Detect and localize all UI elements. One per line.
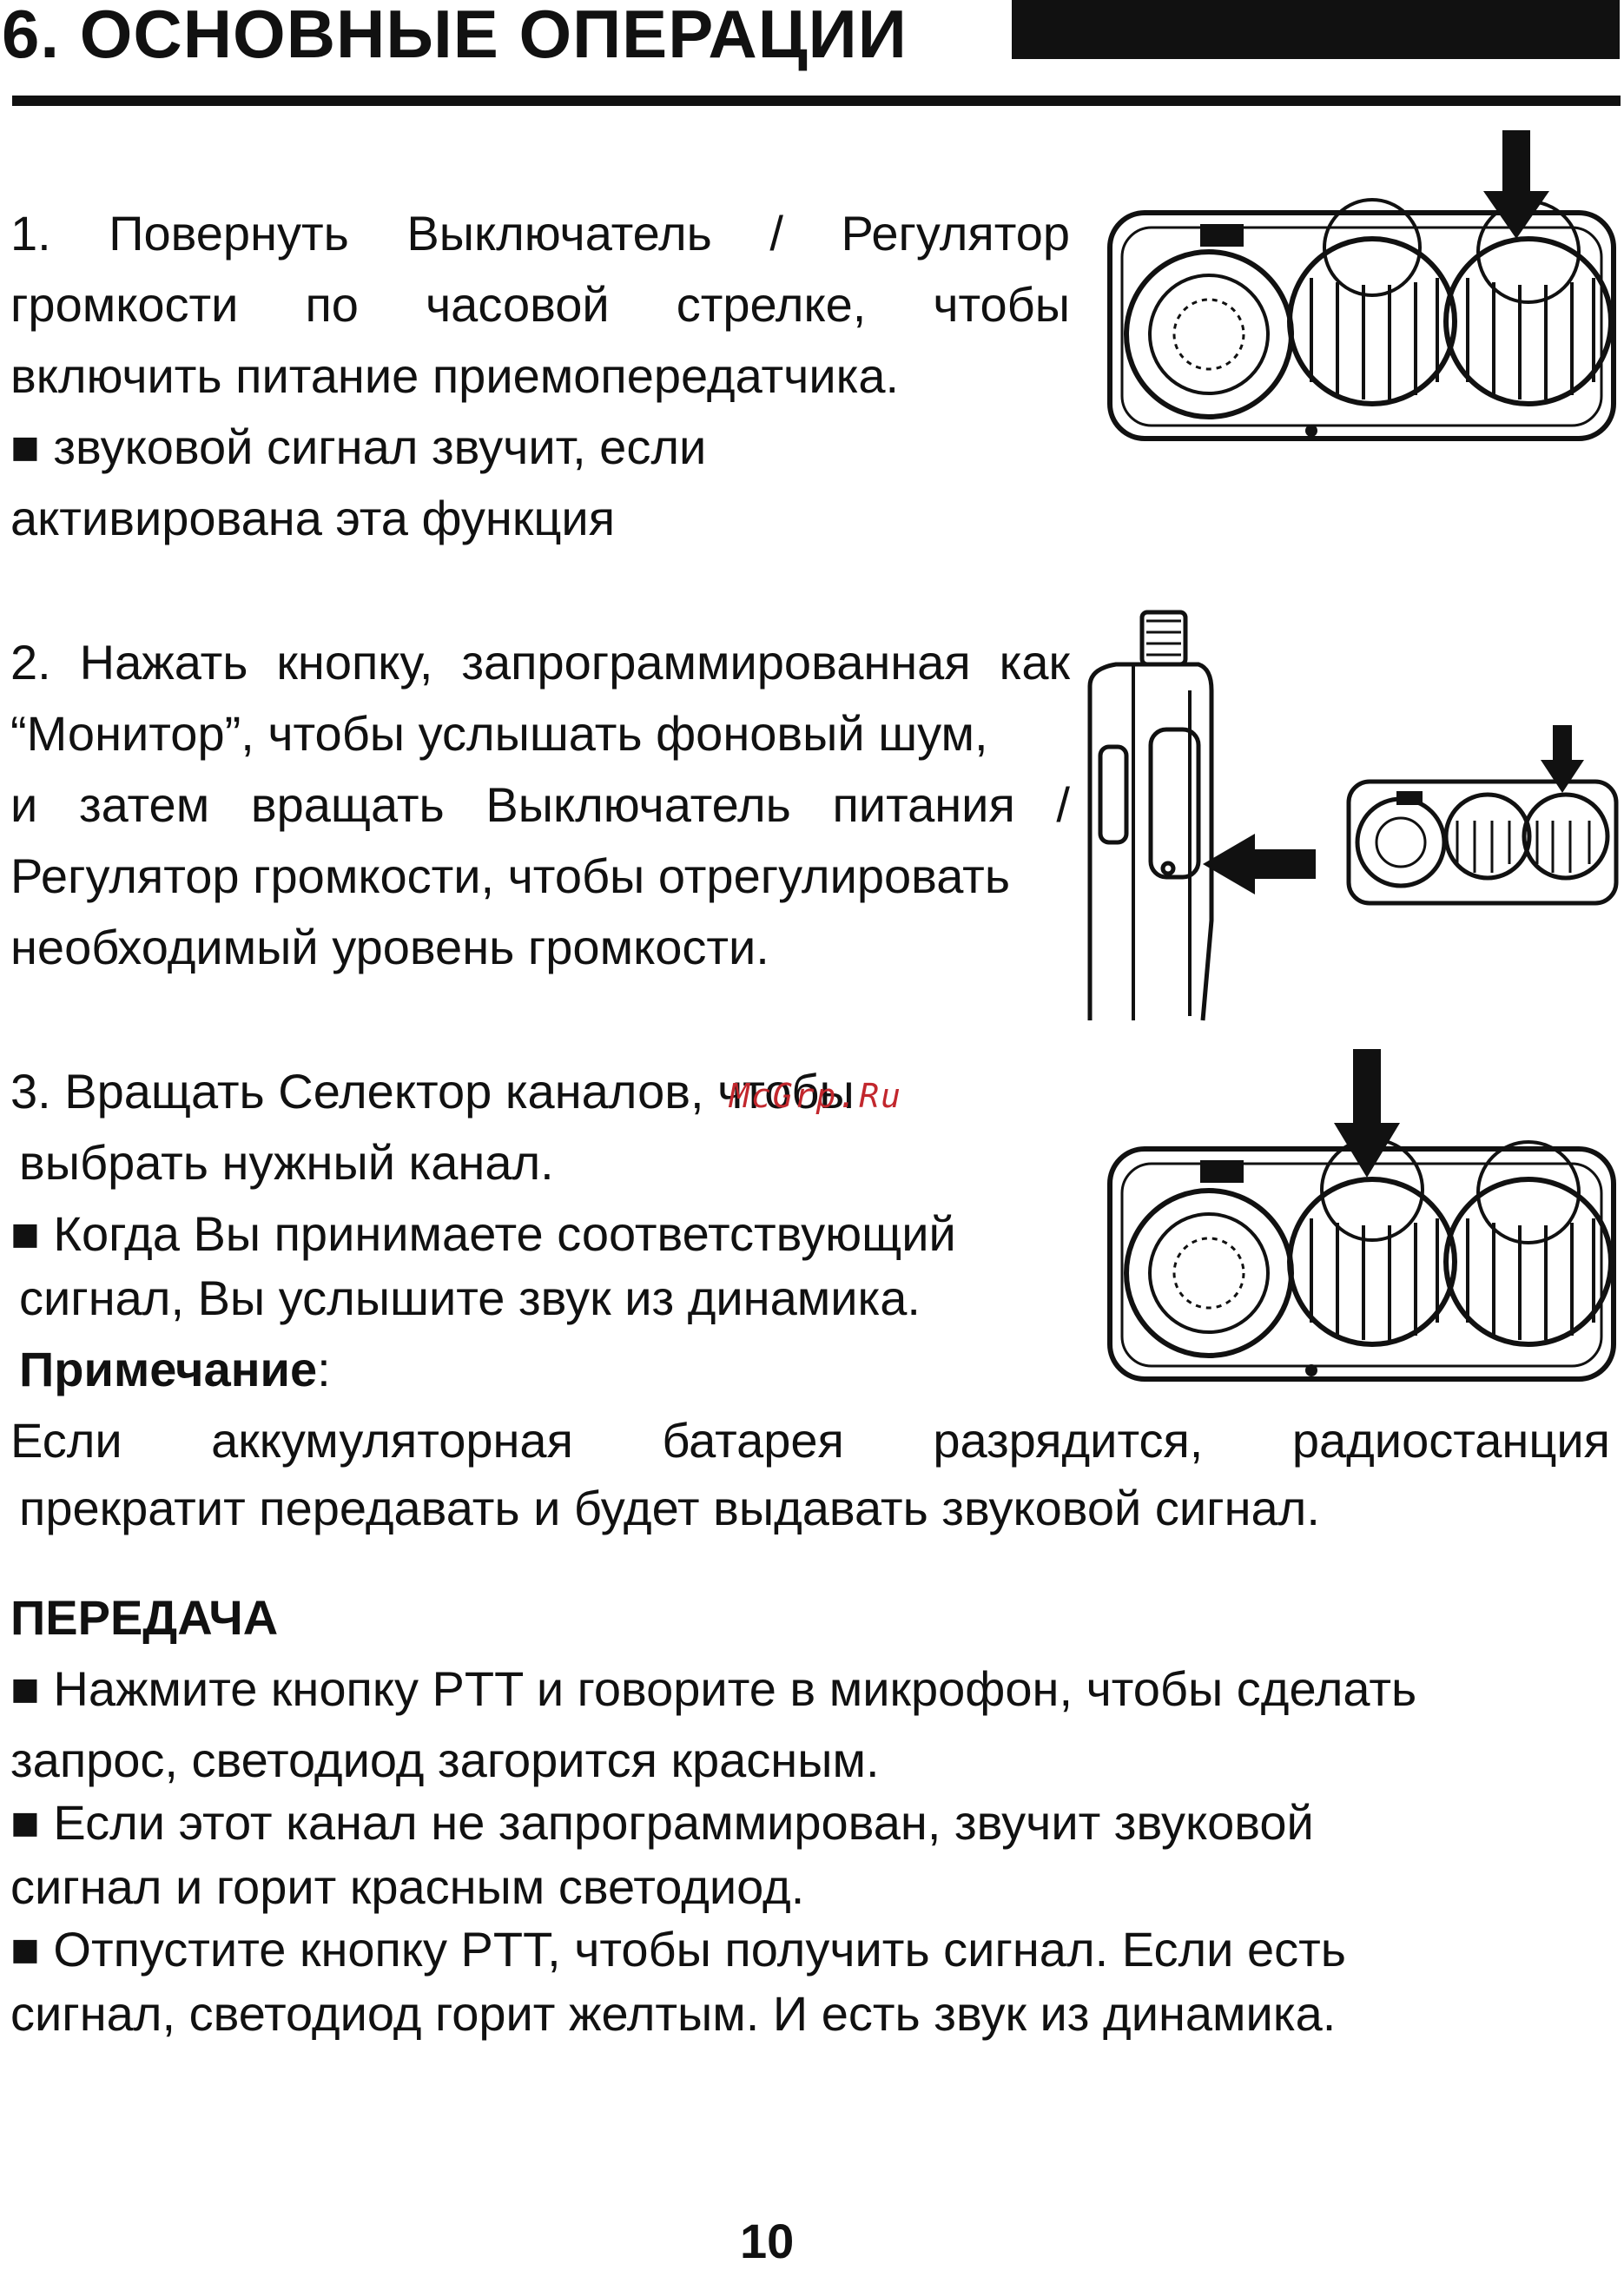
step2-line-4: Регулятор громкости, чтобы отрегулироват… <box>10 848 1011 903</box>
step1-line-1: 1. Повернуть Выключатель / Регулятор <box>10 206 1070 261</box>
watermark: McGrp.Ru <box>729 1077 903 1115</box>
volume-knob <box>1443 236 1614 406</box>
transmit-bullet-3-line-1: ■ Отпустите кнопку PTT, чтобы получить с… <box>10 1922 1346 1977</box>
arrow-down-icon <box>1483 130 1549 239</box>
step1-line-3: включить питание приемопередатчика. <box>10 348 900 403</box>
page-title: 6. ОСНОВНЫЕ ОПЕРАЦИИ <box>2 0 908 72</box>
channel-knob <box>1287 236 1457 406</box>
note-colon: : <box>317 1342 331 1396</box>
step1-bullet-line-1: ■ звуковой сигнал звучит, если <box>10 419 707 474</box>
step2-line-3: и затем вращать Выключатель питания / <box>10 777 1070 832</box>
transmit-bullet-2-line-2: сигнал и горит красным светодиод. <box>10 1859 805 1914</box>
transmit-bullet-3-line-2: сигнал, светодиод горит желтым. И есть з… <box>10 1986 1337 2041</box>
radio-side-figure <box>1087 610 1214 1021</box>
step3-line-1: 3. Вращать Селектор каналов, чтобы <box>10 1064 855 1119</box>
step2-line-1: 2. Нажать кнопку, запрограммированная ка… <box>10 635 1070 690</box>
step1-line-2: громкости по часовой стрелке, чтобы <box>10 277 1070 332</box>
step1-bullet-line-2: активирована эта функция <box>10 491 616 545</box>
radio-top-panel <box>1107 210 1616 441</box>
arrow-down-icon <box>1334 1049 1400 1178</box>
radio-top-figure-1 <box>1107 130 1616 441</box>
step3-bullet-line-2: сигнал, Вы услышите звук из динамика. <box>19 1270 921 1325</box>
header-rule <box>12 96 1621 106</box>
transmit-bullet-1-line-1: ■ Нажмите кнопку PTT и говорите в микроф… <box>10 1661 1417 1716</box>
step3-bullet-line-1: ■ Когда Вы принимаете соответствующий <box>10 1206 956 1261</box>
radio-top-figure-small <box>1346 725 1619 906</box>
transmit-bullet-2-line-1: ■ Если этот канал не запрограммирован, з… <box>10 1795 1314 1850</box>
step2-line-5: необходимый уровень громкости. <box>10 920 769 974</box>
radio-top-figure-2 <box>1107 1049 1616 1382</box>
step2-line-2: “Монитор”, чтобы услышать фоновый шум, <box>10 706 988 761</box>
radio-body <box>1087 662 1214 1021</box>
side-button-panel <box>1098 744 1129 845</box>
header-bar <box>1012 0 1620 59</box>
page-number: 10 <box>740 2214 795 2268</box>
transmit-bullet-1-line-2: запрос, светодиод загорится красным. <box>10 1732 880 1787</box>
arrow-down-icon <box>1541 725 1584 793</box>
transmit-heading: ПЕРЕДАЧА <box>10 1590 279 1645</box>
note-label: Примечание <box>19 1342 318 1396</box>
arrow-left-icon <box>1203 834 1316 894</box>
note-line-1: Если аккумуляторная батарея разрядится, … <box>10 1413 1610 1468</box>
note-line-2: прекратит передавать и будет выдавать зв… <box>19 1481 1320 1535</box>
note-heading: Примечание: <box>19 1334 331 1405</box>
ptt-button <box>1148 727 1201 880</box>
step3-line-2: выбрать нужный канал. <box>19 1135 554 1190</box>
